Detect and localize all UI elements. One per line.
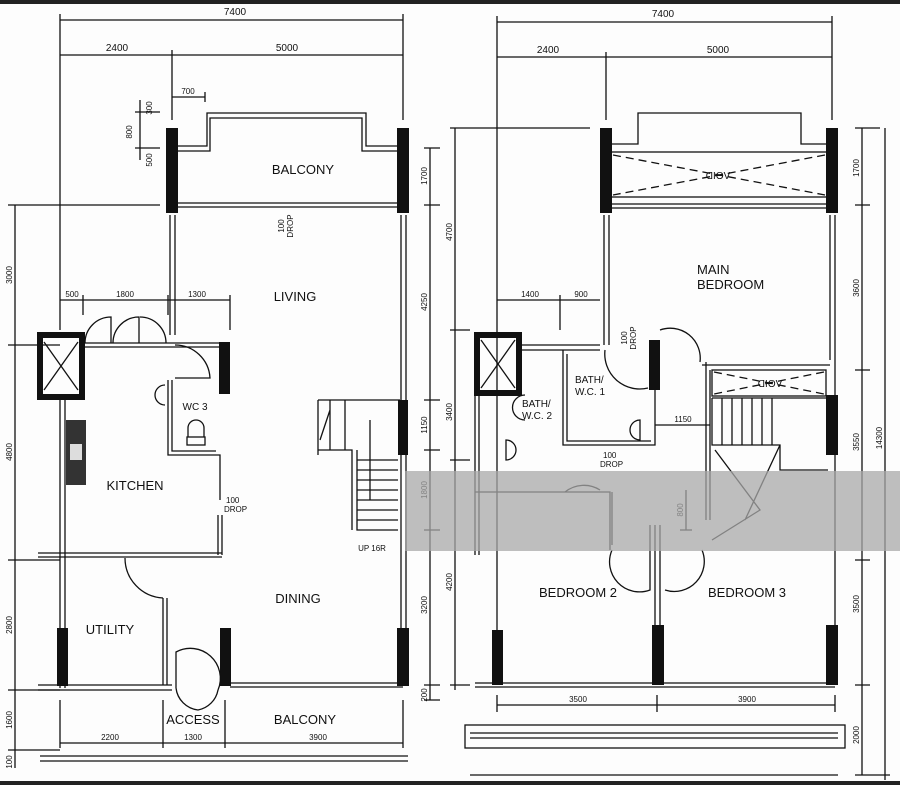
refuse-chute-icon <box>37 332 85 400</box>
room-label-void-mid: VOID <box>758 379 782 390</box>
dim-bottom-2: 3900 <box>738 695 756 704</box>
landing-drop-label: DROP <box>600 460 623 469</box>
room-label-balcony-bottom: BALCONY <box>274 712 336 727</box>
dim-kitchen-b: 1800 <box>116 290 134 299</box>
room-label-dining: DINING <box>275 591 321 606</box>
dim-left-5: 100 <box>5 755 14 769</box>
drop-note-number: 100 <box>277 219 286 233</box>
drop-note-number: 100 <box>620 331 629 345</box>
wardrobe-doors-icon <box>84 316 167 344</box>
dimension-lines <box>450 16 890 780</box>
utility-door-icon <box>124 557 164 599</box>
stair-note: UP 16R <box>358 544 386 553</box>
dim-offset: 700 <box>181 87 195 96</box>
dim-right-1: 1700 <box>420 167 429 185</box>
dim-left-4: 1600 <box>5 711 14 729</box>
kitchen-drop-number: 100 <box>226 496 240 505</box>
room-label-bedroom2: BEDROOM 2 <box>539 585 617 600</box>
room-label-main-bedroom-2: BEDROOM <box>697 277 764 292</box>
dim-right-3: 1150 <box>420 416 429 434</box>
dim-bath-a: 1400 <box>521 290 539 299</box>
dim-bottom-1: 3500 <box>569 695 587 704</box>
dim-right-3: 3550 <box>852 433 861 451</box>
dimension-lines <box>8 14 440 768</box>
dim-small-a: 300 <box>145 101 154 115</box>
room-label-void-top: VOID <box>706 171 730 182</box>
dim-bottom-3: 3900 <box>309 733 327 742</box>
walls <box>38 112 409 762</box>
dim-left-width: 2400 <box>106 43 129 54</box>
room-label-utility: UTILITY <box>86 622 135 637</box>
room-label-main-bedroom-1: MAIN <box>697 262 730 277</box>
staircase-icon <box>317 399 400 531</box>
walls <box>464 112 846 776</box>
bottom-border <box>0 781 900 785</box>
dim-left-2: 3400 <box>445 403 454 421</box>
drop-note-label: DROP <box>629 326 638 349</box>
void-mid-icon <box>711 369 827 397</box>
dim-left-2: 4800 <box>5 443 14 461</box>
dim-bottom-2: 1300 <box>184 733 202 742</box>
watermark-band <box>405 471 900 551</box>
room-label-bedroom3: BEDROOM 3 <box>708 585 786 600</box>
drop-note-label: DROP <box>286 214 295 237</box>
stove-icon <box>66 420 86 485</box>
dim-right-6: 200 <box>420 688 429 702</box>
room-label-bath2-a: BATH/ <box>522 399 551 410</box>
ground-floor-plan: 7400 2400 5000 700 300 800 500 500 1800 … <box>5 7 440 769</box>
dim-left-width: 2400 <box>537 45 560 56</box>
dim-right-width: 5000 <box>707 45 730 56</box>
room-label-bath1-a: BATH/ <box>575 375 604 386</box>
kitchen-drop-label: DROP <box>224 505 247 514</box>
dim-bath-b: 900 <box>574 290 588 299</box>
dim-right-2: 3600 <box>852 279 861 297</box>
room-label-bath2-b: W.C. 2 <box>522 411 552 422</box>
access-door-icon <box>175 647 221 711</box>
void-top-icon <box>612 154 826 196</box>
basin-icon <box>154 384 166 406</box>
dim-left-1: 4700 <box>445 223 454 241</box>
dim-left-1: 3000 <box>5 266 14 284</box>
toilet-icon <box>186 419 206 446</box>
dim-right-5: 3200 <box>420 596 429 614</box>
dim-kitchen-a: 500 <box>65 290 79 299</box>
dim-total-width: 7400 <box>224 7 247 18</box>
room-label-wc3: WC 3 <box>183 402 208 413</box>
room-label-kitchen: KITCHEN <box>106 478 163 493</box>
landing-drop-number: 100 <box>603 451 617 460</box>
top-border <box>0 0 900 4</box>
room-label-living: LIVING <box>274 289 317 304</box>
dim-right-5: 2000 <box>852 726 861 744</box>
refuse-chute-icon <box>474 332 522 396</box>
dim-right-2: 4250 <box>420 293 429 311</box>
room-label-access: ACCESS <box>166 712 220 727</box>
dim-small-c: 500 <box>145 153 154 167</box>
dim-kitchen-c: 1300 <box>188 290 206 299</box>
toilet-icon <box>505 394 641 461</box>
room-label-balcony-top: BALCONY <box>272 162 334 177</box>
dim-left-3: 2800 <box>5 616 14 634</box>
dim-right-4: 3500 <box>852 595 861 613</box>
dim-total-width: 7400 <box>652 9 675 20</box>
dim-left-3: 4200 <box>445 573 454 591</box>
dim-right-width: 5000 <box>276 43 299 54</box>
dim-landing: 1150 <box>674 415 692 424</box>
dim-small-b: 800 <box>125 125 134 139</box>
dim-total-height: 14300 <box>875 426 884 449</box>
upper-floor-plan: 7400 2400 5000 1400 900 4700 3400 4200 1… <box>445 9 890 780</box>
wc-door-icon <box>174 344 211 379</box>
dim-bottom-1: 2200 <box>101 733 119 742</box>
dim-right-1: 1700 <box>852 159 861 177</box>
door-arcs <box>564 327 705 593</box>
room-label-bath1-b: W.C. 1 <box>575 387 605 398</box>
